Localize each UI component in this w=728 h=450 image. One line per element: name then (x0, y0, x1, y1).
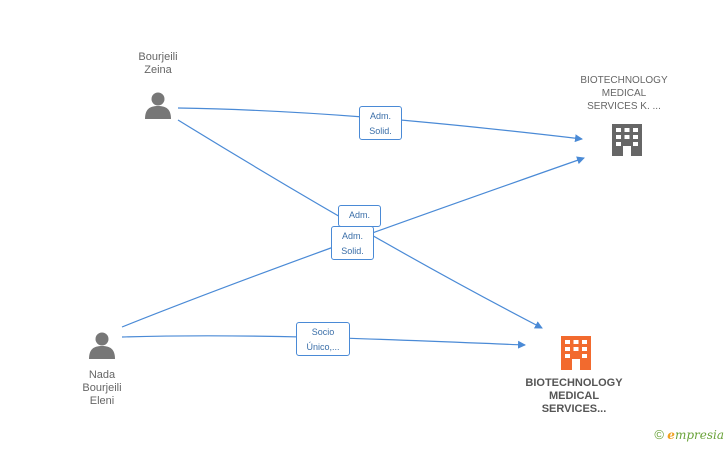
person-icon[interactable] (145, 92, 171, 120)
person-icon[interactable] (89, 332, 115, 360)
copyright-icon: © (654, 427, 664, 442)
brand-name: mpresia (674, 428, 724, 442)
edge-label-adm-solid: Adm. Solid. (359, 106, 402, 140)
brand-initial: e (667, 428, 675, 442)
building-icon[interactable] (561, 336, 591, 370)
empresia-brand[interactable]: © empresia (654, 427, 724, 442)
edge-label-socio-unico: Socio Único,... (296, 322, 350, 356)
edge-label-adm-solid: Adm. Solid. (331, 226, 374, 260)
company-label-k[interactable]: BIOTECHNOLOGY MEDICAL SERVICES K. ... (580, 75, 668, 112)
building-icon[interactable] (612, 124, 642, 156)
person-label-bourjeili-zeina[interactable]: Bourjeili Zeina (138, 51, 178, 76)
company-label-main[interactable]: BIOTECHNOLOGY MEDICAL SERVICES... (525, 377, 623, 415)
edge-label-adm: Adm. (338, 205, 381, 227)
person-label-nada-bourjeili-eleni[interactable]: Nada Bourjeili Eleni (82, 369, 122, 407)
